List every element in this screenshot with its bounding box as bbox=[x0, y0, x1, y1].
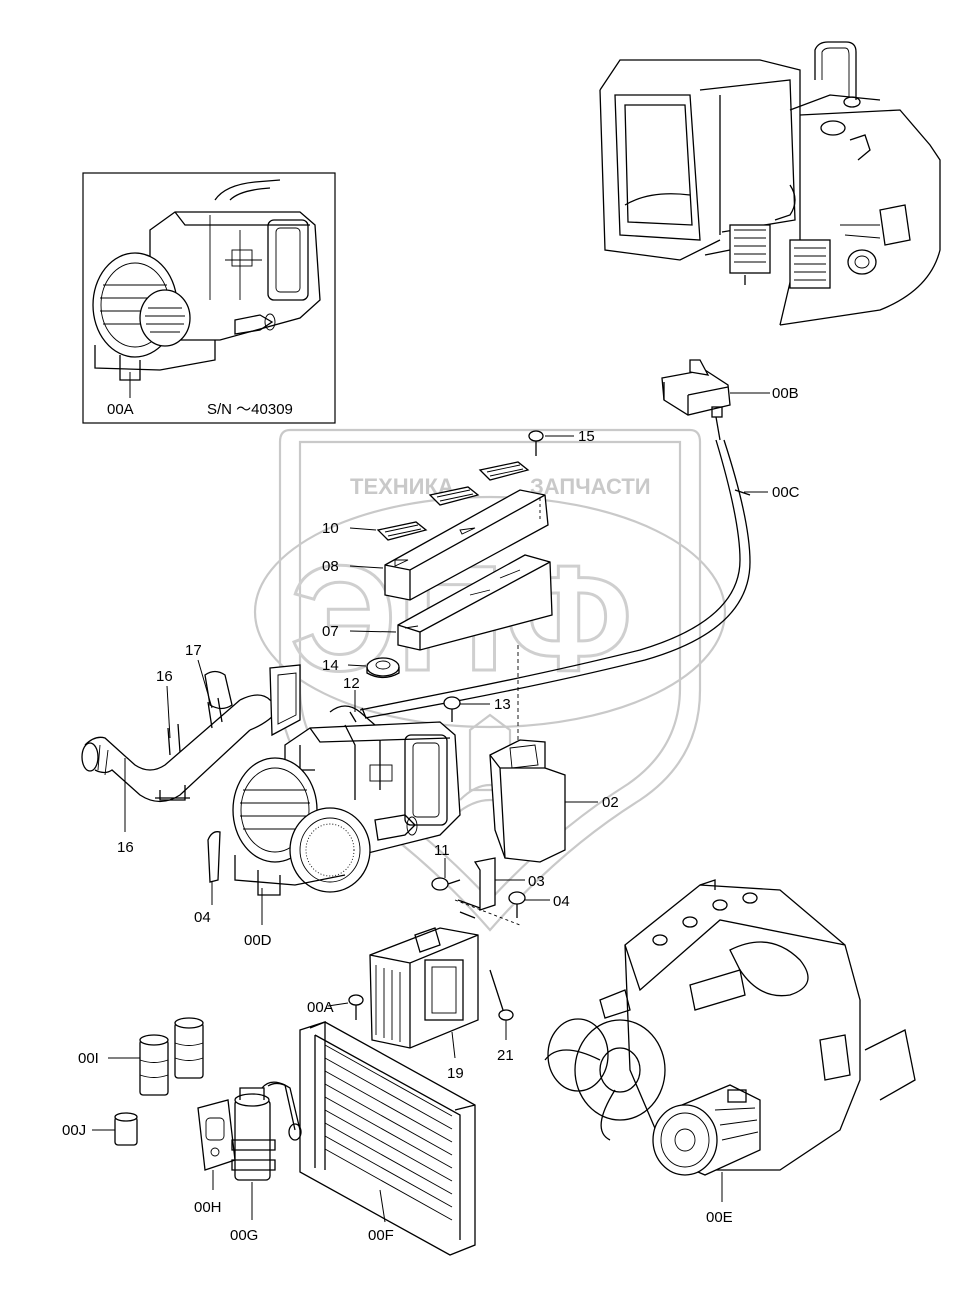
callout-14: 14 bbox=[322, 657, 339, 674]
callout-08: 08 bbox=[322, 558, 339, 575]
callout-16a: 16 bbox=[156, 668, 173, 685]
callout-inset-00A: 00A bbox=[107, 401, 134, 418]
callout-00D: 04 bbox=[194, 909, 211, 926]
part-22-screw bbox=[489, 969, 514, 1021]
callout-00J: 00J bbox=[62, 1122, 86, 1139]
part-15-bolt bbox=[528, 430, 544, 456]
inset-serial-note: S/N ～40309 bbox=[207, 401, 293, 418]
leader-08 bbox=[349, 565, 384, 569]
callout-00C: 00C bbox=[772, 484, 800, 501]
part-00E-compressor bbox=[652, 1084, 761, 1176]
part-17-harness-clip bbox=[349, 707, 367, 723]
part-00C-wire-harness bbox=[359, 439, 751, 719]
leader-21 bbox=[327, 1002, 349, 1007]
callout-13: 16 bbox=[117, 839, 134, 856]
part-00H-bracket bbox=[197, 1099, 236, 1171]
watermark-ellipse bbox=[253, 495, 727, 729]
callout-15: 15 bbox=[578, 428, 595, 445]
callout-11: 11 bbox=[434, 842, 450, 859]
leader-16a bbox=[166, 685, 171, 739]
callout-22: 21 bbox=[497, 1047, 514, 1064]
part-04-bolt bbox=[508, 891, 526, 918]
leader-19 bbox=[451, 1031, 456, 1059]
part-16-hose-clamps bbox=[167, 697, 223, 756]
part-03-bracket bbox=[454, 857, 521, 926]
callout-07: 07 bbox=[322, 623, 339, 640]
part-00G-receiver-drier bbox=[231, 1081, 302, 1181]
callout-00H: 00H bbox=[194, 1199, 222, 1216]
callout-21: 00A bbox=[307, 999, 334, 1016]
callout-12: 13 bbox=[494, 696, 511, 713]
callout-00B: 00B bbox=[772, 385, 799, 402]
excavator-cab-overview bbox=[599, 41, 941, 326]
callout-00E: 00E bbox=[706, 1209, 733, 1226]
callout-00F: 00F bbox=[368, 1227, 394, 1244]
part-02-outlet-duct bbox=[489, 739, 566, 863]
part-00J-canister bbox=[114, 1112, 138, 1146]
engine-assembly bbox=[599, 879, 916, 1171]
part-21-screw bbox=[348, 994, 364, 1020]
inset-blower bbox=[92, 252, 216, 381]
part-07-lower-duct bbox=[397, 554, 553, 740]
watermark-right-word: ЗАПЧАСТИ bbox=[530, 474, 651, 499]
callout-00G: 00G bbox=[230, 1227, 258, 1244]
callout-19: 19 bbox=[447, 1065, 464, 1082]
part-10-vent-louvers bbox=[376, 461, 530, 541]
callout-10: 10 bbox=[322, 520, 339, 537]
part-00F-condenser bbox=[299, 1021, 476, 1256]
part-14-grommet bbox=[366, 657, 400, 679]
callout-02: 02 bbox=[602, 794, 619, 811]
inset-panel: 00A S/N ～40309 bbox=[82, 172, 336, 424]
part-00A-blower bbox=[232, 757, 371, 896]
part-08-upper-duct bbox=[384, 489, 549, 601]
cab-heater-unit-highlight bbox=[729, 224, 771, 274]
callout-04: 04 bbox=[553, 893, 570, 910]
callout-00A: 00D bbox=[244, 932, 272, 949]
part-19-evaporator bbox=[369, 927, 479, 1049]
leader-07 bbox=[349, 630, 397, 633]
leader-14 bbox=[347, 664, 367, 667]
part-13-intake-hose bbox=[81, 664, 301, 803]
leader-10 bbox=[349, 527, 377, 531]
part-00B-control-switch bbox=[661, 359, 731, 441]
callout-16b: 17 bbox=[185, 642, 202, 659]
callout-03: 03 bbox=[528, 873, 545, 890]
leader-16b bbox=[197, 659, 213, 709]
part-00D-drain-hose bbox=[207, 831, 221, 883]
part-11-bolt bbox=[431, 877, 461, 891]
callout-00I: 00I bbox=[78, 1050, 99, 1067]
engine-fan bbox=[544, 1018, 666, 1141]
part-12-screw bbox=[443, 696, 461, 722]
callout-17: 12 bbox=[343, 675, 360, 692]
part-00I-canisters bbox=[139, 1017, 204, 1096]
leader-00F bbox=[379, 1189, 386, 1223]
